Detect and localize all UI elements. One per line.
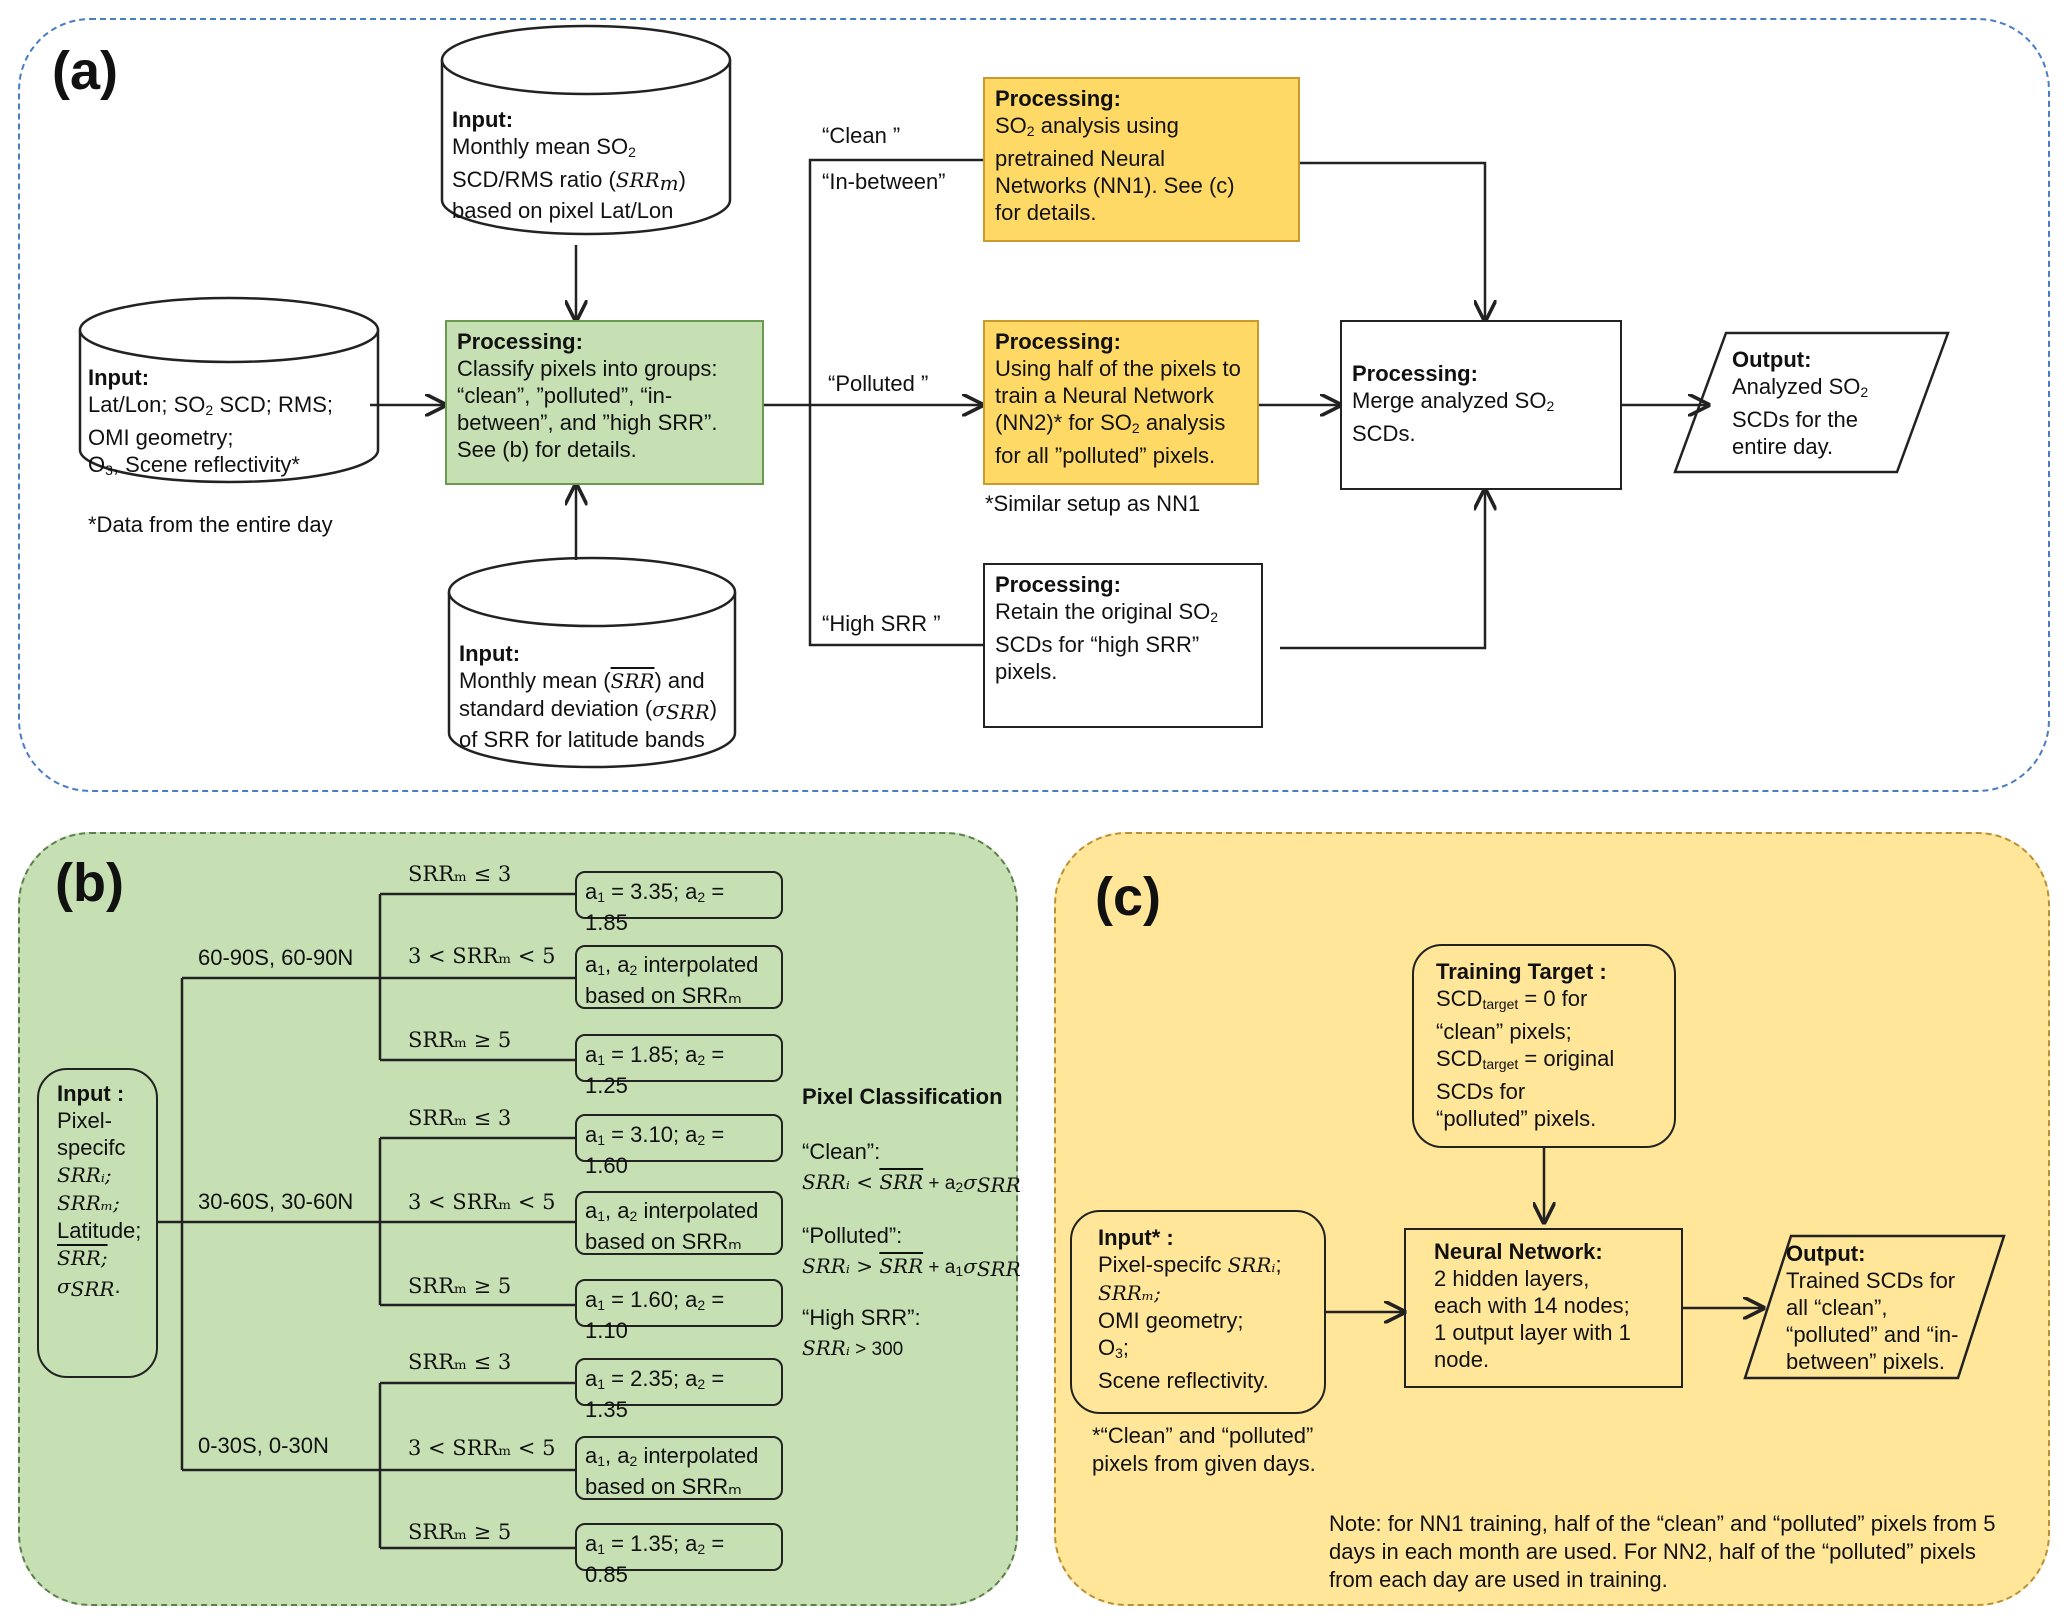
database-cylinder-top — [440, 24, 732, 236]
band-label-60-90: 60-90S, 60-90N — [198, 945, 354, 970]
panel-c-input-box: Input* : Pixel-specifc SRRᵢ; SRRₘ; OMI g… — [1070, 1210, 1326, 1414]
branch-label-polluted: “Polluted ” — [828, 371, 929, 396]
branch-label-high-srr: “High SRR ” — [822, 611, 941, 636]
input-bottom-text: Input: Monthly mean (SRR) and standard d… — [459, 641, 718, 752]
panel-a-label: (a) — [52, 41, 118, 101]
cond-ge5: SRRₘ ≥ 5 — [408, 1028, 512, 1052]
merge-process-box: Processing: Merge analyzed SO2 SCDs. — [1340, 320, 1622, 490]
neural-network-box: Neural Network: 2 hidden layers, each wi… — [1404, 1228, 1683, 1388]
leaf-coefficients: a1 = 3.35; a2 = 1.85 — [575, 871, 783, 935]
class-polluted-label: “Polluted”: — [802, 1223, 903, 1248]
leaf-coefficients: a1 = 1.60; a2 = 1.10 — [575, 1279, 783, 1343]
cond-mid: 3 < SRRₘ < 5 — [408, 1436, 556, 1460]
nn1-process-box: Processing: SO2 analysis using pretraine… — [983, 77, 1300, 242]
leaf-coefficients: a1 = 2.35; a2 = 1.35 — [575, 1358, 783, 1422]
leaf-coefficients: a1 = 1.35; a2 = 0.85 — [575, 1523, 783, 1587]
database-cylinder-bottom — [447, 556, 737, 769]
output-parallelogram-c — [1743, 1234, 2006, 1380]
input-top-text: Input: Monthly mean SO2 SCD/RMS ratio (S… — [452, 107, 686, 223]
training-target-box: Training Target : SCDtarget = 0 for “cle… — [1412, 944, 1676, 1148]
input-left-note: *Data from the entire day — [88, 512, 333, 537]
class-high-rule: SRRᵢ > 300 — [802, 1336, 904, 1360]
classify-process-box: Processing: Classify pixels into groups:… — [445, 320, 764, 485]
leaf-coefficients: a1 = 1.85; a2 = 1.25 — [575, 1034, 783, 1098]
cond-le3: SRRₘ ≤ 3 — [408, 1106, 512, 1130]
pixel-classification-title: Pixel Classification — [802, 1084, 1003, 1109]
input-left-text: Input: Lat/Lon; SO2 SCD; RMS; OMI geomet… — [88, 365, 334, 478]
band-label-30-60: 30-60S, 30-60N — [198, 1189, 354, 1214]
database-cylinder-left — [78, 296, 380, 484]
panel-c-note: Note: for NN1 training, half of the “cle… — [1329, 1511, 1996, 1592]
panel-c-input-note: *“Clean” and “polluted”pixels from given… — [1092, 1423, 1316, 1476]
band-label-0-30: 0-30S, 0-30N — [198, 1433, 329, 1458]
branch-label-clean: “Clean ” — [822, 123, 901, 148]
leaf-coefficients: a1 = 3.10; a2 = 1.60 — [575, 1114, 783, 1178]
cond-le3: SRRₘ ≤ 3 — [408, 1350, 512, 1374]
output-parallelogram-a — [1673, 331, 1950, 474]
class-clean-label: “Clean”: — [802, 1139, 881, 1164]
output-a-text: Output: Analyzed SO2 SCDs for the entire… — [1732, 347, 1869, 459]
class-high-label: “High SRR”: — [802, 1305, 921, 1330]
panel-b-input-box: Input : Pixel- specifc SRRᵢ; SRRₘ; Latit… — [37, 1068, 158, 1378]
panel-b-label: (b) — [55, 853, 124, 913]
cond-le3: SRRₘ ≤ 3 — [408, 862, 512, 886]
nn2-note: *Similar setup as NN1 — [985, 491, 1201, 516]
cond-mid: 3 < SRRₘ < 5 — [408, 944, 556, 968]
branch-label-in-between: “In-between” — [822, 169, 946, 194]
class-clean-rule: SRRᵢ < SRR + a2σSRR — [802, 1170, 1021, 1197]
panel-c-label: (c) — [1095, 867, 1161, 927]
cond-ge5: SRRₘ ≥ 5 — [408, 1520, 512, 1544]
class-polluted-rule: SRRᵢ > SRR + a1σSRR — [802, 1254, 1021, 1281]
panel-b — [18, 832, 1018, 1606]
cond-mid: 3 < SRRₘ < 5 — [408, 1190, 556, 1214]
output-c-text: Output: Trained SCDs for all “clean”, “p… — [1786, 1241, 1959, 1374]
nn2-process-box: Processing: Using half of the pixels to … — [983, 320, 1259, 485]
retain-process-box: Processing: Retain the original SO2 SCDs… — [983, 563, 1263, 728]
cond-ge5: SRRₘ ≥ 5 — [408, 1274, 512, 1298]
panel-a — [18, 18, 2050, 792]
